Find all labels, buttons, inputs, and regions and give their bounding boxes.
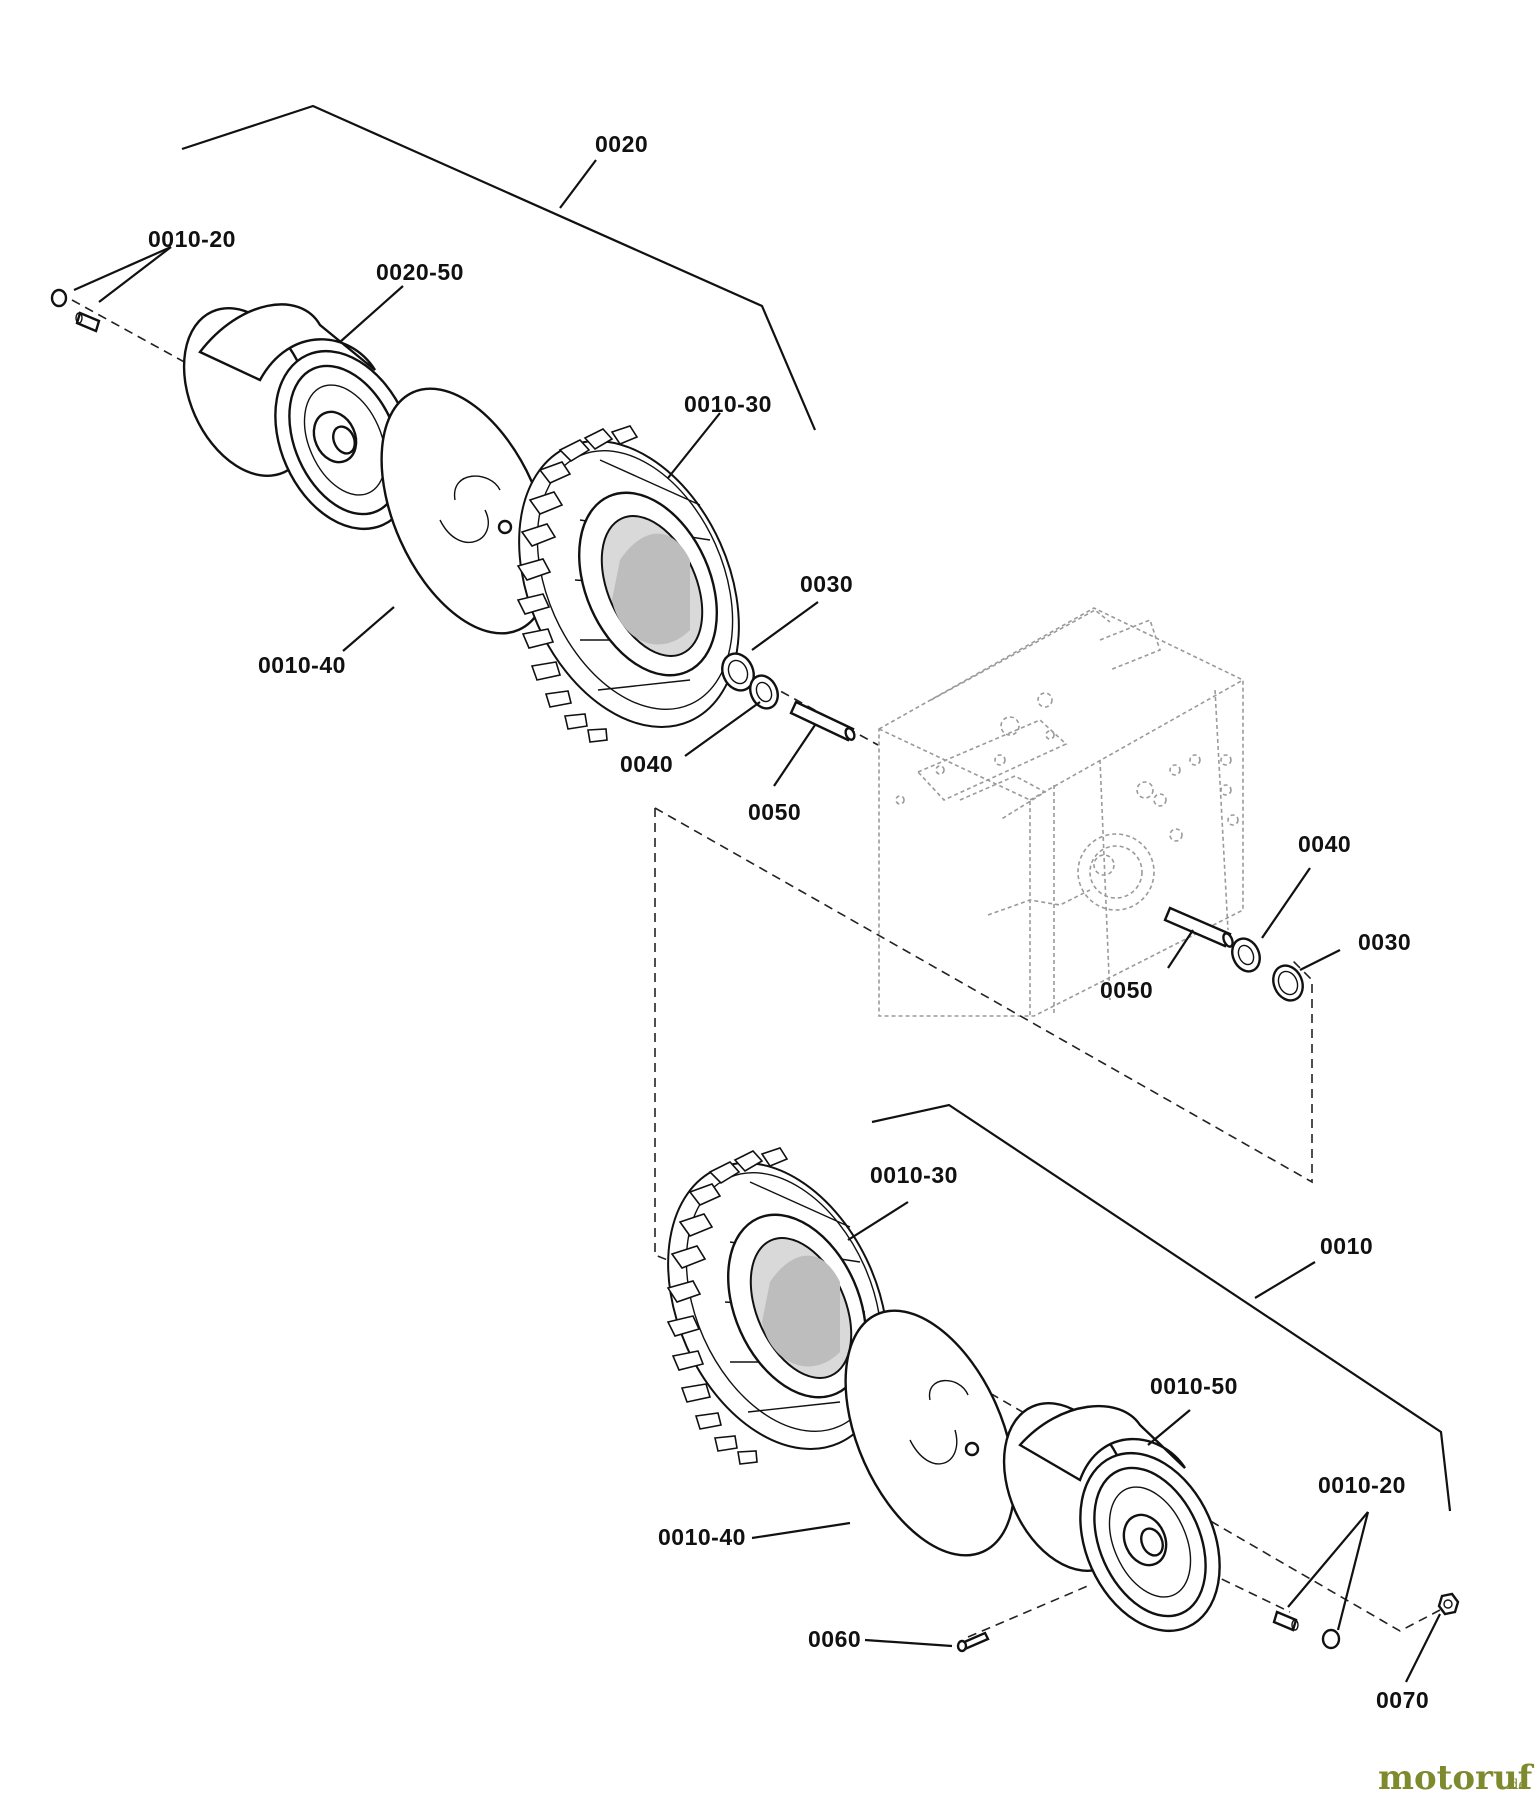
tube-0010-40-bottom bbox=[844, 1309, 1016, 1557]
bolt-axis bbox=[967, 1584, 1091, 1638]
callout-0010-20-bottom: 0010-20 bbox=[1318, 1472, 1406, 1498]
callout-0050-right: 0050 bbox=[1100, 977, 1153, 1003]
callout-0020: 0020 bbox=[595, 131, 648, 157]
bracket-0020 bbox=[181, 104, 817, 431]
drive-housing-frame bbox=[878, 607, 1244, 1017]
washer-0040-right bbox=[1231, 937, 1261, 973]
callout-0010-50: 0010-50 bbox=[1150, 1373, 1238, 1399]
snap-ring-0030-right bbox=[1272, 964, 1304, 1002]
snap-ring-0030-left bbox=[721, 652, 755, 692]
callout-0030-right: 0030 bbox=[1358, 929, 1411, 955]
svg-text:motoruf: motoruf bbox=[1378, 1758, 1535, 1798]
callout-0060: 0060 bbox=[808, 1626, 861, 1652]
tire-0010-30-bottom bbox=[666, 1147, 889, 1465]
rim-0020-50 bbox=[182, 303, 416, 531]
valve-stem-top bbox=[50, 288, 101, 333]
axis-line-bottom bbox=[654, 808, 1441, 1632]
callout-0010-40-top: 0010-40 bbox=[258, 652, 346, 678]
pin-0050-right bbox=[1163, 906, 1234, 948]
callout-0050-left: 0050 bbox=[748, 799, 801, 825]
washer-0040-left bbox=[749, 674, 779, 710]
axis-line-right bbox=[654, 807, 1313, 1184]
callout-0020-50: 0020-50 bbox=[376, 259, 464, 285]
callout-0010: 0010 bbox=[1320, 1233, 1373, 1259]
callout-0010-30-bottom: 0010-30 bbox=[870, 1162, 958, 1188]
bolt-0060 bbox=[956, 1631, 990, 1653]
callout-0030-left: 0030 bbox=[800, 571, 853, 597]
callout-0010-20-top: 0010-20 bbox=[148, 226, 236, 252]
leader-lines bbox=[73, 159, 1441, 1683]
svg-text:.de: .de bbox=[1505, 1777, 1527, 1793]
callout-0040-right: 0040 bbox=[1298, 831, 1351, 857]
pin-0050-left bbox=[789, 700, 856, 742]
motoruf-watermark-logo: motoruf .de bbox=[1378, 1758, 1535, 1798]
callout-0040-left: 0040 bbox=[620, 751, 673, 777]
callout-0010-40-bottom: 0010-40 bbox=[658, 1524, 746, 1550]
callout-0070: 0070 bbox=[1376, 1687, 1429, 1713]
valve-stem-bottom bbox=[1272, 1610, 1341, 1650]
tire-0010-30-top bbox=[516, 425, 740, 743]
nut-0070 bbox=[1437, 1592, 1460, 1616]
bracket-0010 bbox=[871, 1103, 1452, 1512]
callout-0010-30-top: 0010-30 bbox=[684, 391, 772, 417]
rim-0010-50 bbox=[1002, 1402, 1221, 1633]
